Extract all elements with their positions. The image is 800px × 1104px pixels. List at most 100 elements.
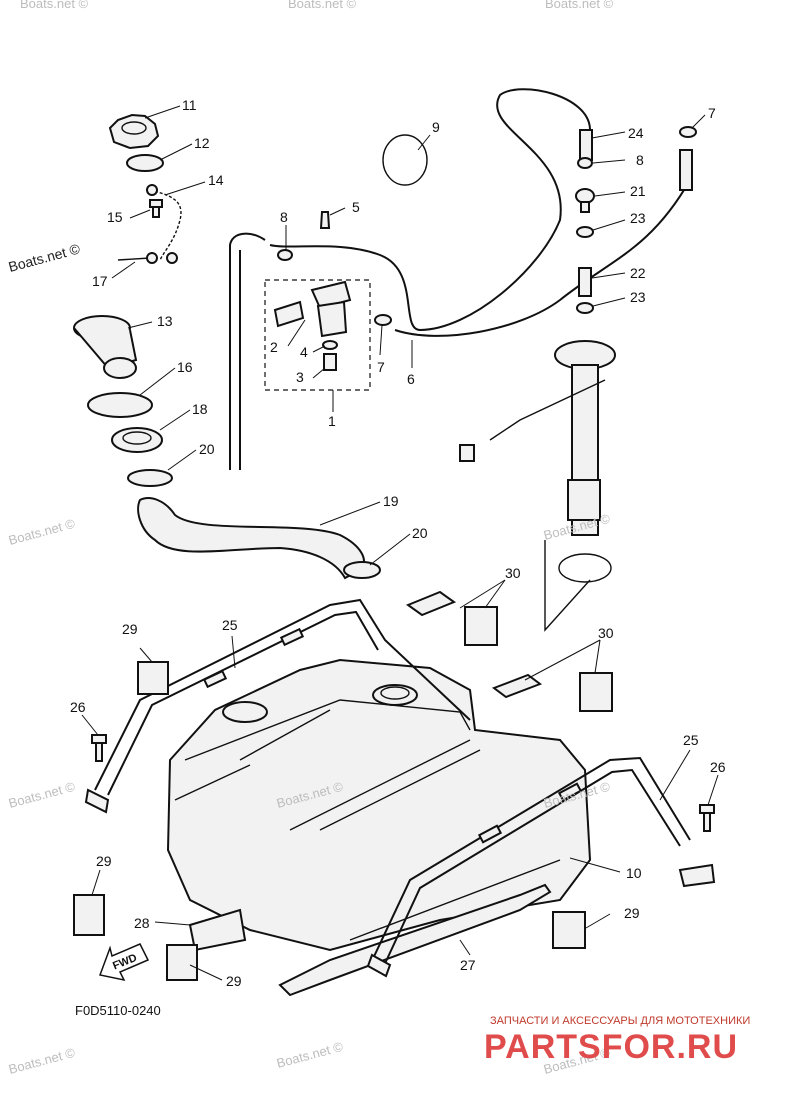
watermark-top-left: Boats.net © xyxy=(20,0,89,11)
leader-lines xyxy=(81,105,719,981)
clip-8-left xyxy=(277,249,293,261)
cap-chain xyxy=(146,184,182,261)
sender-band xyxy=(558,553,612,583)
clamp-20-upper xyxy=(127,469,173,487)
callout-14: 14 xyxy=(208,172,224,188)
fuel-sender-unit xyxy=(459,340,616,536)
pad-29-c xyxy=(166,944,198,981)
callout-29-d: 29 xyxy=(624,905,640,921)
callout-24: 24 xyxy=(628,125,644,141)
callout-27: 27 xyxy=(460,957,476,973)
callout-13: 13 xyxy=(157,313,173,329)
callout-11: 11 xyxy=(182,97,197,113)
fuel-hose-6 xyxy=(394,179,691,337)
callout-5: 5 xyxy=(352,199,360,215)
clip-8-right xyxy=(577,157,593,169)
filler-cap xyxy=(108,113,160,150)
brand-logo: PARTSFOR.RU xyxy=(484,1028,738,1066)
callout-18: 18 xyxy=(192,401,208,417)
callout-25-left: 25 xyxy=(222,617,238,633)
callout-6: 6 xyxy=(407,371,415,387)
fuel-filter xyxy=(310,280,352,338)
strap-right xyxy=(366,756,716,978)
callout-19: 19 xyxy=(383,493,399,509)
callout-9: 9 xyxy=(432,119,440,135)
clamp-20-lower xyxy=(343,561,381,579)
rivet-17 xyxy=(117,252,178,264)
pad-29-a xyxy=(137,661,169,695)
brand-tagline: ЗАПЧАСТИ И АКСЕССУАРЫ ДЛЯ МОТОТЕХНИКИ xyxy=(490,1015,750,1027)
bolt-5 xyxy=(319,211,331,229)
callout-12: 12 xyxy=(194,135,210,151)
fuel-hose-main xyxy=(229,88,591,470)
band-9 xyxy=(382,134,428,186)
fwd-arrow: FWD xyxy=(98,943,150,982)
filler-hose xyxy=(137,497,365,580)
callout-1: 1 xyxy=(328,413,336,429)
callout-16: 16 xyxy=(177,359,193,375)
bracket-2 xyxy=(273,300,305,328)
callout-25-right: 25 xyxy=(683,732,699,748)
callout-23-lower: 23 xyxy=(630,289,646,305)
callout-15: 15 xyxy=(107,209,123,225)
callout-30-upper: 30 xyxy=(505,565,521,581)
vent-hose-24 xyxy=(579,129,593,161)
callout-20-lower: 20 xyxy=(412,525,428,541)
bolt-26-right xyxy=(699,804,715,832)
clip-7-filter xyxy=(374,314,392,326)
watermark-bottom-center: Boats.net © xyxy=(275,1039,345,1071)
callout-17: 17 xyxy=(92,273,108,289)
callout-23-upper: 23 xyxy=(630,210,646,226)
callout-26-left: 26 xyxy=(70,699,86,715)
pad-30-c xyxy=(491,673,543,699)
figure-code: F0D5110-0240 xyxy=(75,1003,161,1018)
callout-7-filter: 7 xyxy=(377,359,385,375)
watermark-left-mid: Boats.net © xyxy=(7,516,77,548)
watermark-left-low: Boats.net © xyxy=(7,779,77,811)
callout-22: 22 xyxy=(630,265,646,281)
callout-21: 21 xyxy=(630,183,646,199)
watermark-left-upper: Boats.net © xyxy=(7,240,83,275)
callout-8-left: 8 xyxy=(280,209,288,225)
callout-20-upper: 20 xyxy=(199,441,215,457)
callout-numbers: 11 12 14 15 17 13 16 18 20 19 20 8 5 2 4… xyxy=(70,97,726,989)
fuel-tank xyxy=(166,658,592,952)
fitting-21 xyxy=(575,188,595,213)
tank-pad-28 xyxy=(188,908,247,952)
hose-right xyxy=(679,149,693,191)
clip-23-upper xyxy=(576,226,594,238)
hose-22 xyxy=(578,267,592,297)
watermark-bottom-left: Boats.net © xyxy=(7,1045,77,1077)
screw-15 xyxy=(149,199,163,218)
pad-30-a xyxy=(405,590,457,617)
pad-30-d xyxy=(579,672,613,712)
callout-30-lower: 30 xyxy=(598,625,614,641)
filler-neck xyxy=(73,315,138,379)
o-ring-4 xyxy=(322,340,338,350)
skid-plate xyxy=(278,883,552,997)
callout-2: 2 xyxy=(270,339,278,355)
callout-26-right: 26 xyxy=(710,759,726,775)
callout-29-c: 29 xyxy=(226,973,242,989)
clip-23-lower xyxy=(576,302,594,314)
callout-29-b: 29 xyxy=(96,853,112,869)
strap-left xyxy=(84,598,471,814)
gasket-16 xyxy=(87,392,153,418)
callout-4: 4 xyxy=(300,344,308,360)
callout-7-right: 7 xyxy=(708,105,716,121)
callout-10: 10 xyxy=(626,865,642,881)
pad-29-d xyxy=(552,911,586,949)
bolt-26-left xyxy=(91,734,107,762)
callout-3: 3 xyxy=(296,369,304,385)
watermark-top: Boats.net © xyxy=(288,0,357,11)
pad-30-b xyxy=(464,606,498,646)
plug-3 xyxy=(323,353,337,371)
callout-29-a: 29 xyxy=(122,621,138,637)
callout-8-right: 8 xyxy=(636,152,644,168)
clip-7-right xyxy=(679,126,697,138)
pad-29-b xyxy=(73,894,105,936)
nut-18 xyxy=(111,427,163,453)
cap-gasket xyxy=(126,154,164,172)
watermark-top-right: Boats.net © xyxy=(545,0,614,11)
